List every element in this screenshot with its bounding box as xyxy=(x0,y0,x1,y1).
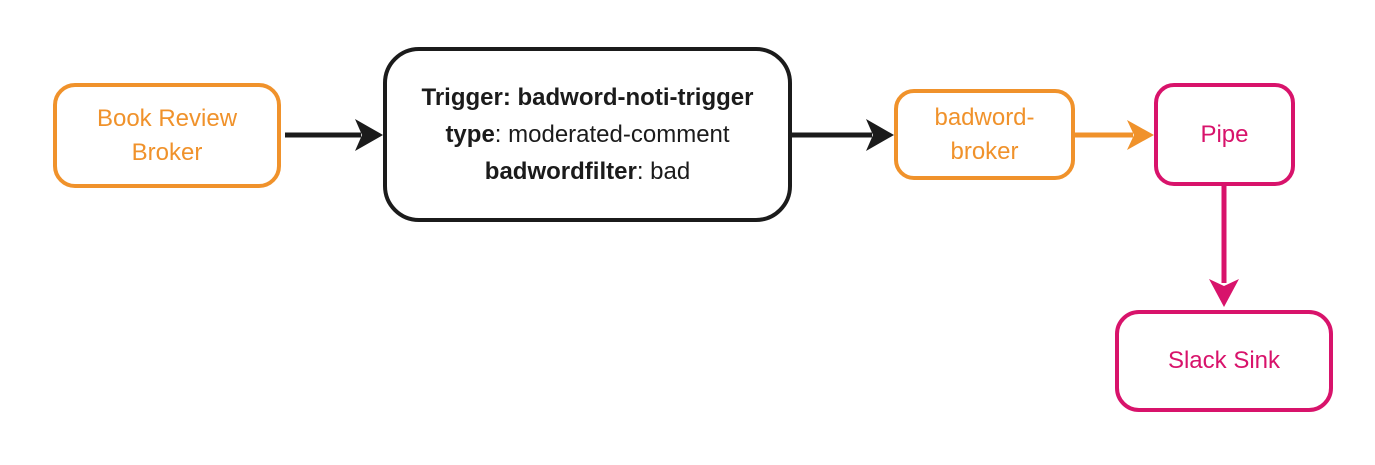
node-trigger-badword-noti-trigger: Trigger: badword-noti-trigger type: mode… xyxy=(383,47,792,222)
edge-broker-to-pipe-arrow xyxy=(1075,120,1154,150)
node-label: badword-broker xyxy=(934,104,1035,165)
arrowhead-icon xyxy=(1127,120,1154,150)
trigger-filter-key: badwordfilter xyxy=(484,158,637,185)
node-badword-broker: badword-broker xyxy=(894,89,1075,180)
trigger-title-line: Trigger: badword-noti-trigger xyxy=(421,84,754,111)
node-slack-sink: Slack Sink xyxy=(1115,310,1333,412)
arrowhead-icon xyxy=(1209,279,1239,307)
trigger-filter-line: badwordfilter: bad xyxy=(485,153,690,190)
trigger-filter-value: : bad xyxy=(636,158,691,185)
node-label: Book Review Broker xyxy=(96,105,238,166)
arrowhead-icon xyxy=(866,119,894,151)
node-label: Slack Sink xyxy=(1167,347,1281,375)
node-label: Pipe xyxy=(1200,120,1249,148)
trigger-type-key: type xyxy=(445,121,495,148)
trigger-type-line: type: moderated-comment xyxy=(445,116,729,153)
arrowhead-icon xyxy=(355,119,383,151)
node-pipe: Pipe xyxy=(1154,83,1295,186)
edge-pipe-to-sink-arrow xyxy=(1209,186,1239,307)
edge-trigger-to-broker-arrow xyxy=(792,119,894,151)
edge-source-to-trigger-arrow xyxy=(285,119,383,151)
trigger-type-value: : moderated-comment xyxy=(494,121,730,148)
node-book-review-broker: Book Review Broker xyxy=(53,83,281,188)
